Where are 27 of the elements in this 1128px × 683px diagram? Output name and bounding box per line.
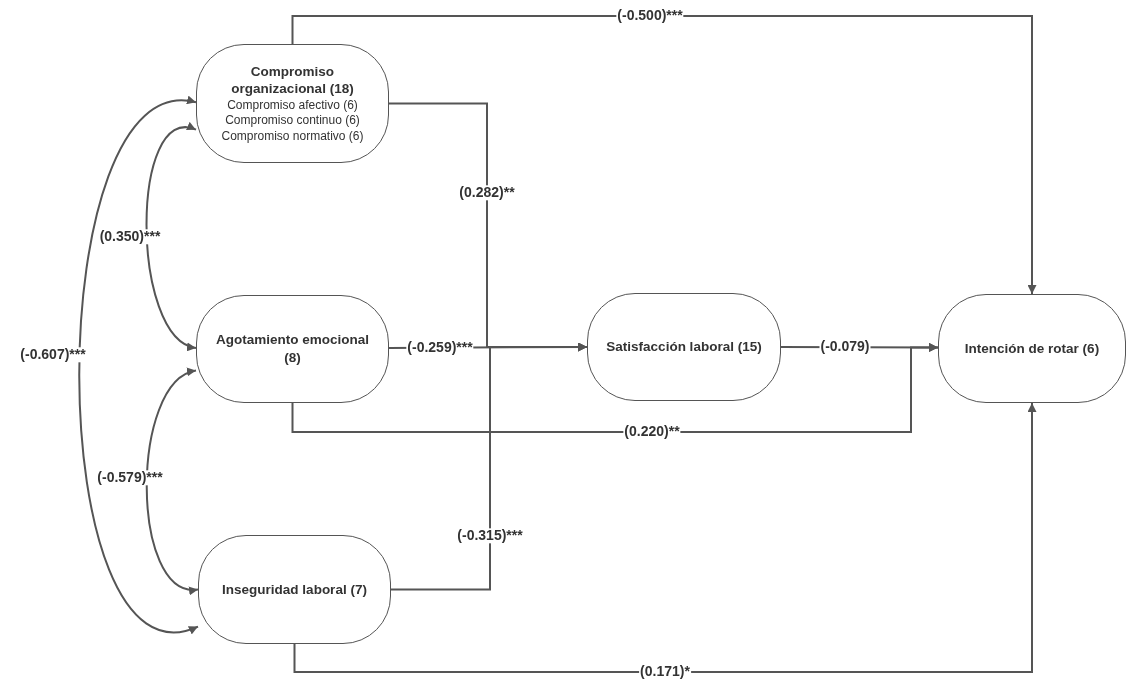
variable-box <box>198 535 391 644</box>
correlation-arrow <box>145 124 197 349</box>
edge-label: (-0.500)*** <box>616 8 684 24</box>
edge-label: (0.282)** <box>458 185 516 201</box>
variable-name: Agotamiento emocional (8) <box>215 331 370 367</box>
edge-label: (0.350)*** <box>98 229 162 245</box>
variable-box <box>196 44 389 163</box>
dimension-text: Compromiso normativo (6) <box>221 128 364 145</box>
correlation-arrow <box>145 369 199 593</box>
variable-name: Intención de rotar (6) <box>964 339 1100 358</box>
path-arrow <box>291 342 939 433</box>
correlation-arrow <box>78 98 199 633</box>
path-arrow <box>291 15 1037 295</box>
path-arrow <box>293 402 1037 673</box>
edge-label: (-0.259)*** <box>406 340 474 356</box>
edge-label: (-0.315)*** <box>456 528 524 544</box>
edge-label: (-0.079) <box>819 339 871 355</box>
edge-label: (-0.579)*** <box>96 470 164 486</box>
edge-label: (-0.607)*** <box>19 347 87 363</box>
variable-name: Compromiso organizacional (18) <box>230 62 355 98</box>
dimension-text: Compromiso afectivo (6) <box>227 97 358 114</box>
edge-label: (0.220)** <box>623 424 681 440</box>
variable-name: Inseguridad laboral (7) <box>222 580 367 599</box>
edge-label: (0.171)* <box>639 664 691 680</box>
path-arrow <box>390 342 588 591</box>
variable-name: Satisfacción laboral (15) <box>606 338 762 356</box>
dimension-text: Compromiso continuo (6) <box>225 113 360 129</box>
